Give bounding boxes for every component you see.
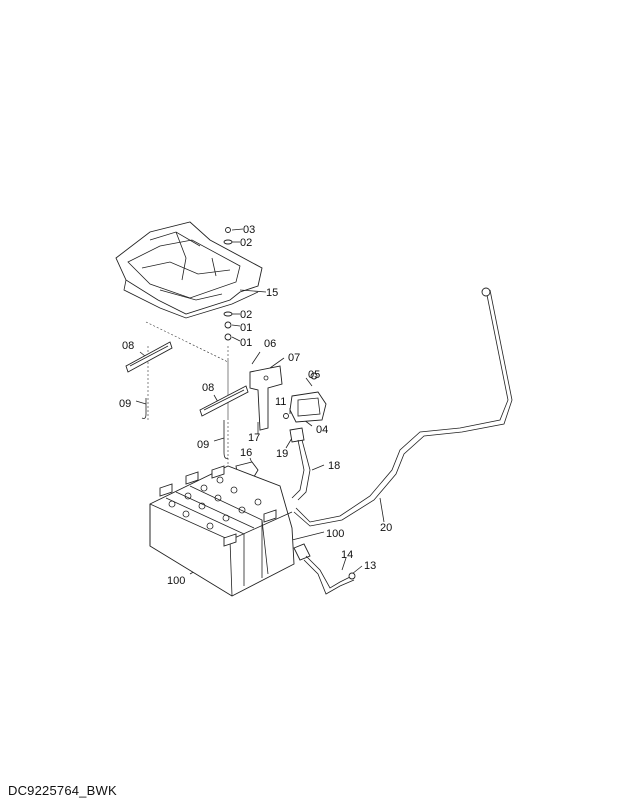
callout-17: 17 [248, 432, 260, 444]
callout-07: 07 [288, 352, 300, 364]
hold-down-bar [125, 341, 173, 373]
cable-13 [293, 543, 356, 595]
relay-part [283, 372, 327, 423]
callout-labels: 03 02 15 02 01 01 08 06 07 05 08 09 11 0… [119, 224, 392, 587]
callout-08: 08 [122, 340, 134, 352]
callout-11: 11 [275, 396, 286, 408]
callout-16: 16 [240, 447, 252, 459]
drawing-id-label: DC9225764_BWK [8, 783, 117, 798]
callout-02: 02 [240, 309, 252, 321]
battery-part [149, 465, 295, 597]
callout-14: 14 [341, 549, 353, 561]
callout-06: 06 [264, 338, 276, 350]
bracket-part [249, 365, 283, 431]
callout-18: 18 [328, 460, 340, 472]
callout-04: 04 [316, 424, 328, 436]
callout-09: 09 [119, 398, 131, 410]
callout-09: 09 [197, 439, 209, 451]
j-bolt [223, 420, 229, 459]
callout-03: 03 [243, 224, 255, 236]
cable-20 [293, 287, 513, 527]
guide-lines [145, 321, 229, 480]
callout-02: 02 [240, 237, 252, 249]
battery-cover-part [115, 221, 263, 319]
cable-18 [291, 439, 311, 501]
callout-08: 08 [202, 382, 214, 394]
callout-20: 20 [380, 522, 392, 534]
callout-01: 01 [240, 337, 252, 349]
terminal-cap [289, 427, 305, 443]
j-bolt [141, 398, 147, 419]
callout-19: 19 [276, 448, 288, 460]
callout-01: 01 [240, 322, 252, 334]
callout-05: 05 [308, 369, 320, 381]
callout-15: 15 [266, 287, 278, 299]
hold-down-bar [199, 385, 249, 417]
callout-100: 100 [326, 528, 344, 540]
callout-100: 100 [167, 575, 185, 587]
callout-13: 13 [364, 560, 376, 572]
